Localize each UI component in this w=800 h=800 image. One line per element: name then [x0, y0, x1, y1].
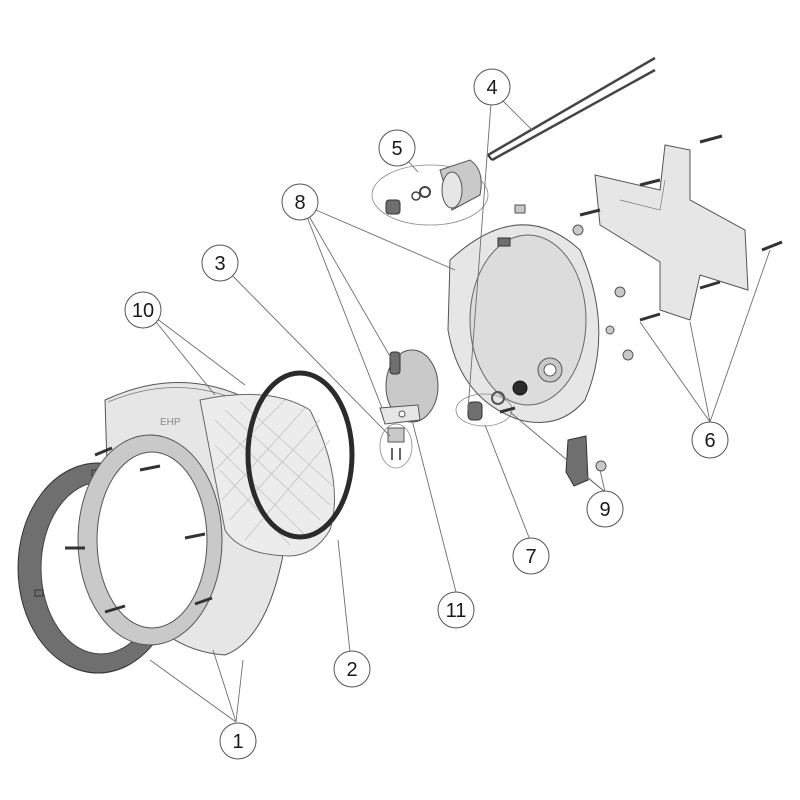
callout-2-label: 2 — [346, 659, 357, 681]
callout-3: 3 — [201, 244, 239, 282]
callout-7: 7 — [512, 537, 550, 575]
callout-4-label: 4 — [486, 77, 497, 99]
callout-3-label: 3 — [214, 253, 225, 275]
callout-2: 2 — [333, 650, 371, 688]
callout-10-label: 10 — [132, 300, 154, 322]
callout-8: 8 — [281, 183, 319, 221]
callout-11-label: 11 — [446, 600, 467, 622]
callout-4: 4 — [473, 68, 511, 106]
callout-9-label: 9 — [599, 499, 610, 521]
callout-labels: 1 2 3 4 5 6 7 8 — [124, 68, 729, 760]
callout-6: 6 — [691, 421, 729, 459]
part-rear-housing — [447, 204, 600, 423]
callout-6-label: 6 — [704, 430, 715, 452]
part-cable-gland — [371, 159, 489, 226]
part-clip-set — [565, 435, 607, 487]
callout-9: 9 — [586, 490, 624, 528]
part-plug-set — [455, 391, 516, 427]
part-lens — [199, 393, 336, 557]
bracket-nuts — [572, 224, 634, 361]
part-terminal-block — [379, 423, 413, 469]
callout-1-label: 1 — [232, 731, 243, 753]
part-mounting-bracket — [572, 134, 783, 361]
part-bracket-plate — [379, 349, 439, 425]
callout-1: 1 — [219, 722, 257, 760]
callout-8-label: 8 — [294, 192, 305, 214]
callout-5: 5 — [378, 129, 416, 167]
cover-screws — [65, 446, 213, 614]
callout-10: 10 — [124, 291, 162, 329]
bracket-screws — [579, 134, 783, 322]
part-gasket — [245, 370, 355, 540]
part-cables — [487, 56, 656, 162]
callout-7-label: 7 — [525, 546, 536, 568]
callout-11: 11 — [437, 591, 475, 629]
cover-marking-text: EHP — [160, 417, 181, 428]
callout-5-label: 5 — [391, 138, 402, 160]
